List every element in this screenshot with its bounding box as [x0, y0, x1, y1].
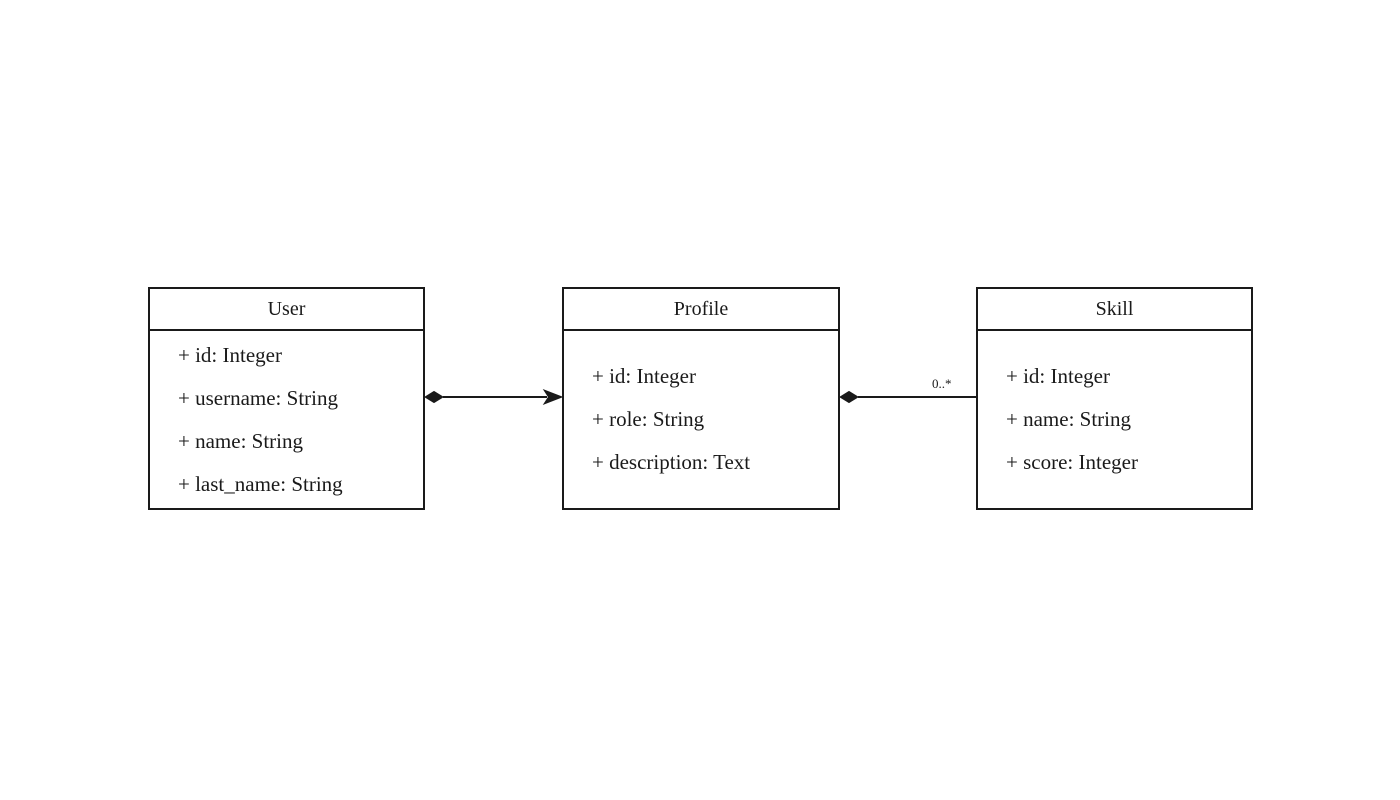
- class-skill-title: Skill: [978, 289, 1251, 331]
- connector-profile-skill[interactable]: [839, 390, 976, 404]
- class-profile[interactable]: Profile + id: Integer + role: String + d…: [562, 287, 840, 510]
- class-attribute: + role: String: [592, 407, 705, 431]
- class-profile-attributes: + id: Integer + role: String + descripti…: [564, 331, 838, 508]
- class-attribute: + score: Integer: [1006, 450, 1138, 474]
- class-attribute: + name: String: [178, 428, 303, 453]
- class-user-title: User: [150, 289, 423, 331]
- class-attribute: + id: Integer: [178, 342, 282, 367]
- class-profile-title: Profile: [564, 289, 838, 331]
- class-user[interactable]: User + id: Integer + username: String + …: [148, 287, 425, 510]
- arrowhead-marker: [542, 388, 564, 406]
- class-attribute: + username: String: [178, 385, 338, 410]
- class-attribute: + last_name: String: [178, 471, 343, 496]
- class-attribute: + id: Integer: [1006, 364, 1110, 388]
- filled-diamond-marker: [839, 390, 859, 404]
- filled-diamond-marker: [424, 390, 444, 404]
- connector-user-profile[interactable]: [424, 388, 564, 406]
- class-attribute: + name: String: [1006, 407, 1131, 431]
- class-skill-attributes: + id: Integer + name: String + score: In…: [978, 331, 1251, 508]
- class-user-attributes: + id: Integer + username: String + name:…: [150, 331, 423, 508]
- class-attribute: + id: Integer: [592, 364, 696, 388]
- class-attribute: + description: Text: [592, 450, 751, 474]
- class-skill[interactable]: Skill + id: Integer + name: String + sco…: [976, 287, 1253, 510]
- multiplicity-label: 0..*: [932, 376, 952, 391]
